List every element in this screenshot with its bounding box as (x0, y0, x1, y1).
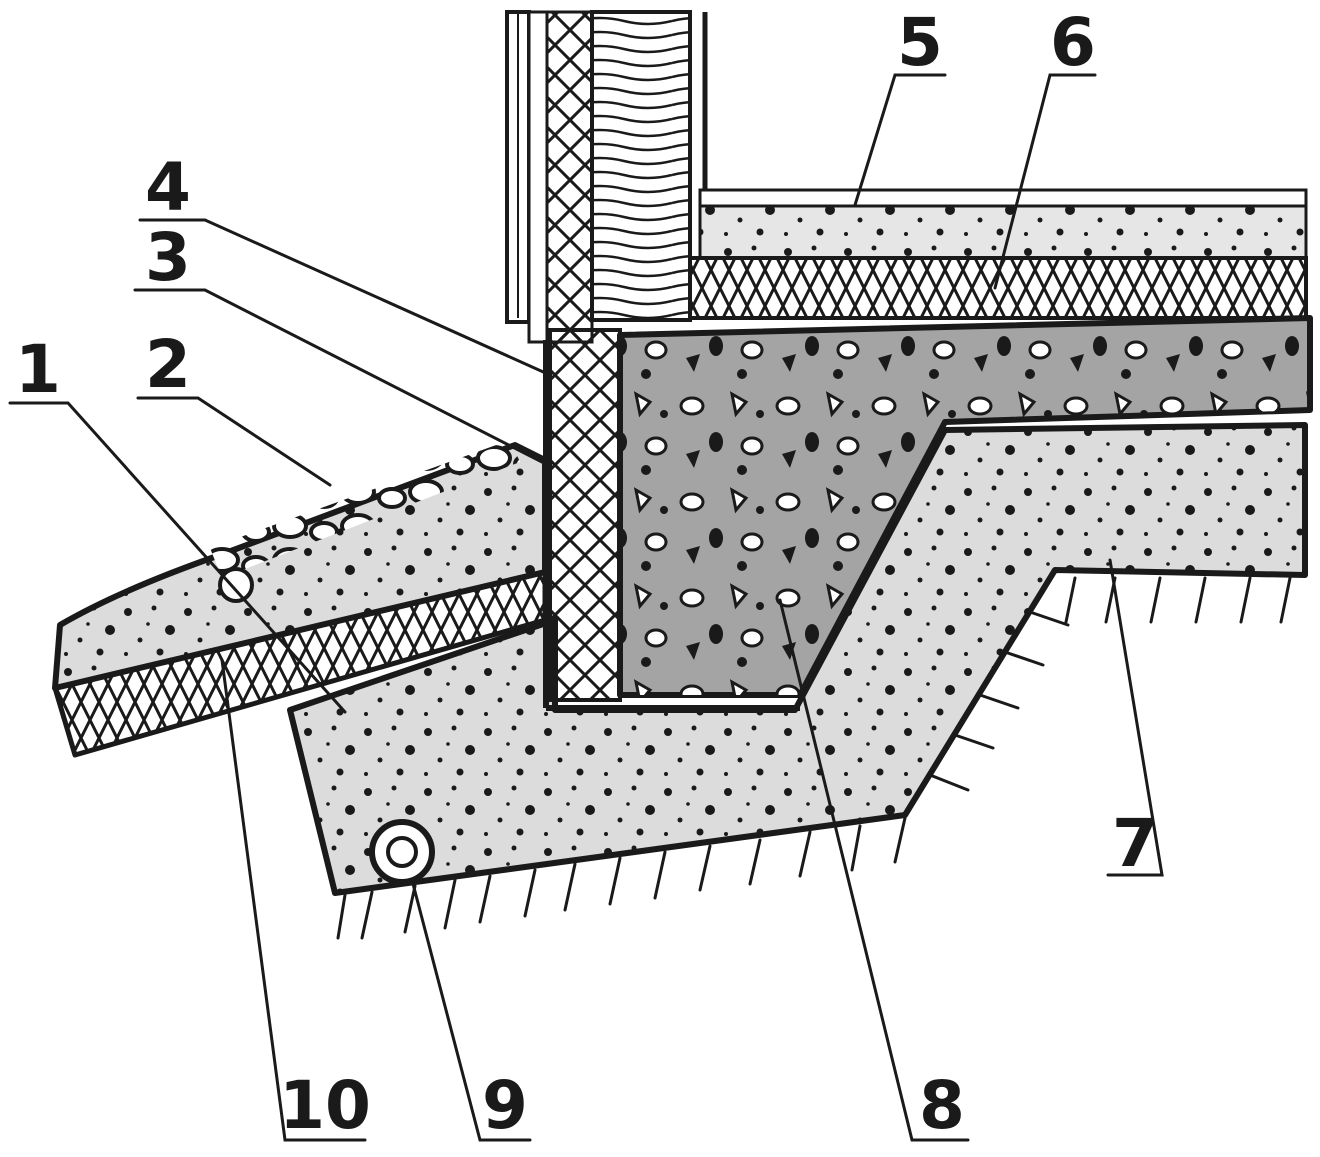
label-7: 7 (1112, 805, 1158, 882)
foundation-edge-insulation (548, 328, 622, 702)
leader-1 (8, 401, 347, 714)
floor-insulation (688, 256, 1308, 320)
leader-10 (220, 658, 367, 1142)
label-10: 10 (279, 1067, 371, 1144)
callout-labels: 1 2 3 4 5 6 7 8 9 10 (15, 4, 1158, 1144)
leader-9 (410, 878, 532, 1142)
drain-pipe-inner (386, 836, 418, 868)
blind-area-gravel (210, 440, 520, 578)
foundation (287, 315, 1313, 896)
label-5: 5 (897, 4, 943, 81)
leader-2 (136, 396, 332, 487)
label-1: 1 (15, 331, 61, 408)
leader-lines (8, 73, 1164, 1142)
wall-timber (590, 10, 692, 322)
label-8: 8 (919, 1067, 965, 1144)
drain-pipe (369, 819, 435, 885)
label-3: 3 (145, 219, 191, 296)
label-6: 6 (1050, 4, 1096, 81)
label-4: 4 (145, 149, 191, 226)
wall-sheathing (527, 10, 549, 344)
slab-aggregate (620, 318, 1310, 695)
foundation-base-texture (290, 425, 1305, 893)
floor-screed-texture (700, 206, 1306, 258)
floor-finish (698, 188, 1308, 208)
soil-hatching (336, 576, 1292, 940)
leader-8 (778, 598, 970, 1142)
label-2: 2 (145, 326, 191, 403)
wall (505, 10, 708, 344)
leader-3 (133, 288, 544, 464)
blind-area-concrete-texture (55, 445, 545, 688)
leader-4 (138, 218, 552, 377)
wall-insulation (545, 10, 594, 344)
blind-area-stone (218, 567, 254, 603)
leader-6 (993, 73, 1097, 290)
floor-construction (688, 188, 1308, 320)
leader-7 (1106, 558, 1164, 877)
leader-5 (853, 73, 947, 207)
label-9: 9 (482, 1067, 528, 1144)
